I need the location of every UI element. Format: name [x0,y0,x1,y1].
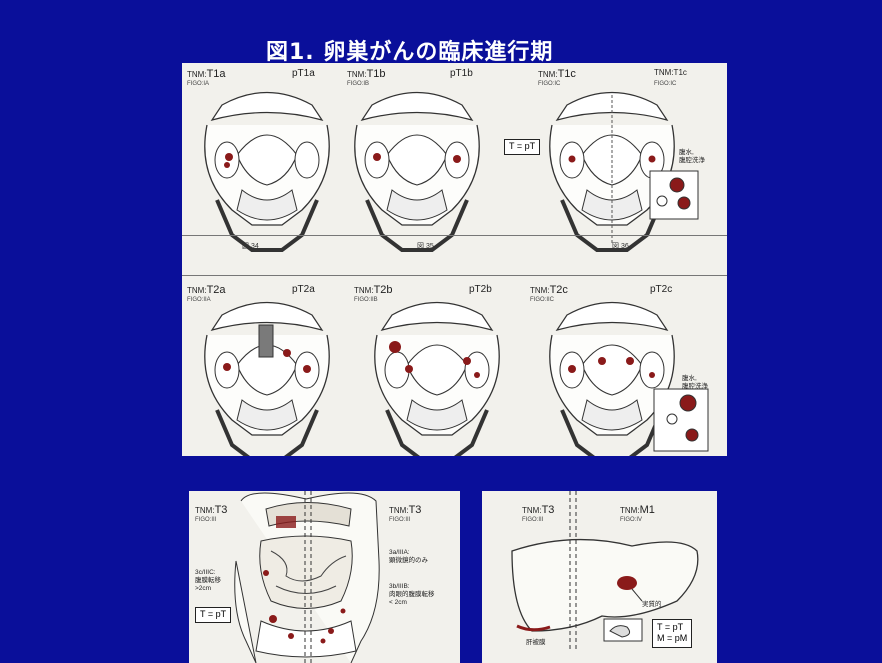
t2b-pt-label: pT2b [469,285,492,295]
slide-title: 図1. 卵巣がんの臨床進行期 [266,34,596,64]
ascites-label-2: 腹水, 腹腔洗浄 [682,375,708,391]
t2c-pt-label: pT2c [650,285,672,295]
t-equals-pt-box-bl: T = pT [195,607,231,623]
parenchymal-label: 実質的 [642,601,662,609]
figure-34-label: 図 34 [242,243,259,250]
figure-35-label: 図 35 [417,243,434,250]
t3-right-figo-label: FIGO:III [389,517,410,523]
note-3a: 3a/IIIA: 顕微鏡的のみ [389,549,428,565]
note-3b: 3b/IIIB: 肉眼的腹膜転移 < 2cm [389,583,435,607]
note-3c: 3c/IIIC: 腹膜転移 >2cm [195,569,221,593]
stage-t1-t2-panel: TNM:T1a FIGO:IA pT1a TNM:T1b FIGO:IB pT1… [182,63,727,456]
t2a-figo-label: FIGO:IIA [187,297,211,303]
t3-left-figo-label: FIGO:III [195,517,216,523]
capsule-label: 肝被膜 [526,639,546,647]
figure-36-label: 図 36 [612,243,629,250]
t2c-tnm-label: TNM:T2c [530,285,568,296]
t3-right-tnm-label: TNM:T3 [389,505,421,516]
t3-left-tnm-label: TNM:T3 [195,505,227,516]
t2a-tnm-label: TNM:T2a [187,285,226,296]
t-equals-pt-text: T = pT [657,622,683,632]
m-equals-pm-text: M = pM [657,633,687,643]
row-divider-bottom [182,275,727,276]
t2a-pt-label: pT2a [292,285,315,295]
abdomen-illustration [231,491,386,663]
t2b-tnm-label: TNM:T2b [354,285,393,296]
stage-t3-m1-liver-panel: TNM:T3 FIGO:III TNM:M1 FIGO:IV 実質的 肝被膜 T… [482,491,717,663]
t2b-figo-label: FIGO:IIB [354,297,378,303]
pelvis-illustrations [182,63,727,456]
t2c-figo-label: FIGO:IIC [530,297,554,303]
stage-t3-abdomen-panel: TNM:T3 FIGO:III 3c/IIIC: 腹膜転移 >2cm T = p… [189,491,460,663]
row-divider-top [182,235,727,236]
